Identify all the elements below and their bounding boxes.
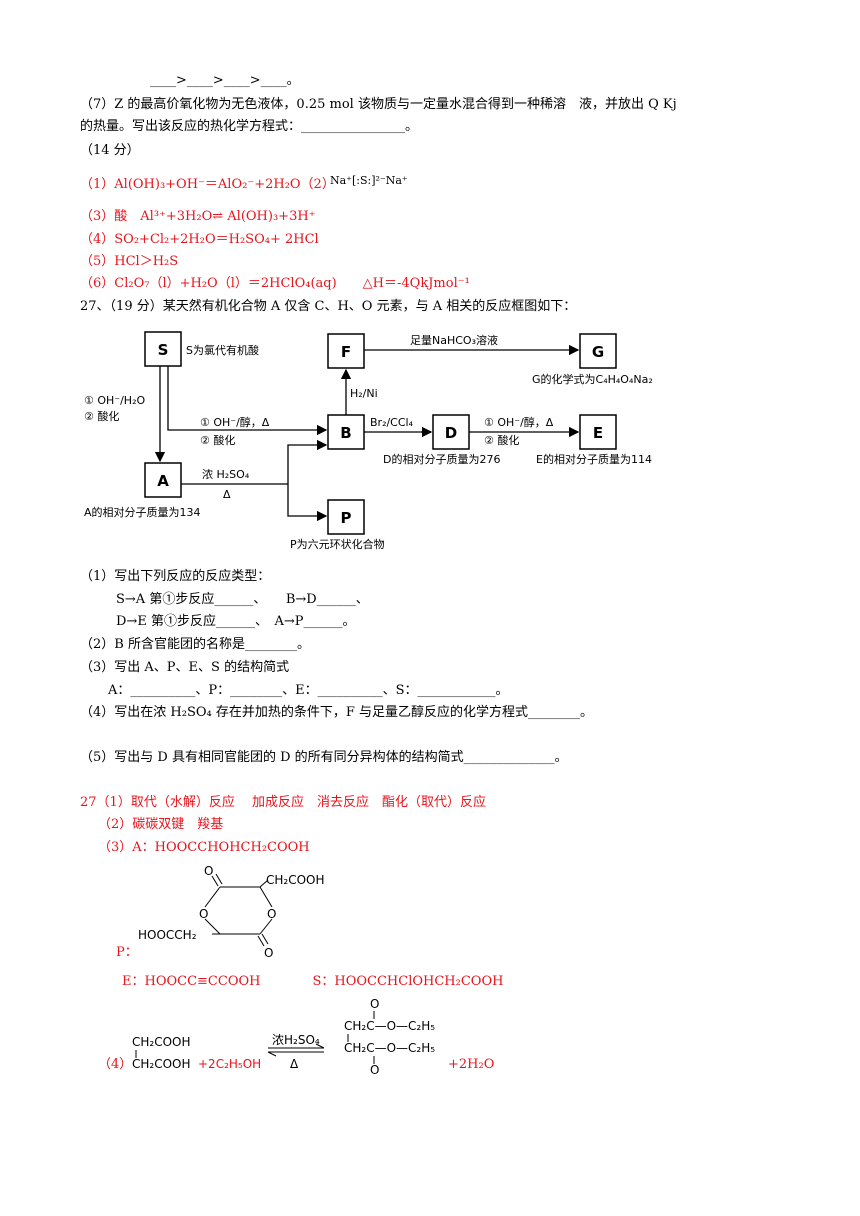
cond-bottom: Δ [290, 1057, 299, 1071]
q7-line1: （7）Z 的最高价氧化物为无色液体，0.25 mol 该物质与一定量水混合得到一… [80, 97, 677, 112]
ans26-a1: （1）Al(OH)₃+OH⁻＝AlO₂⁻+2H₂O（2） [80, 177, 335, 192]
br2-label: Br₂/CCl₄ [370, 416, 414, 429]
ring-sub-bottom: HOOCCH₂ [138, 928, 197, 942]
node-e-box [579, 414, 617, 450]
node-d: D [445, 424, 457, 442]
node-s: S [158, 341, 169, 359]
ring-o-left: O [199, 907, 208, 921]
p-label: P： [116, 945, 138, 960]
e-note: E的相对分子质量为114 [536, 452, 652, 466]
node-f: F [341, 343, 351, 361]
q27-q1: （1）写出下列反应的反应类型： [80, 569, 271, 584]
g-note: G的化学式为C₄H₄O₄Na₂ [532, 372, 653, 386]
arrow-split-to-b [287, 439, 328, 484]
d-to-e-cond2: ② 酸化 [484, 433, 519, 447]
node-s-box [144, 331, 182, 367]
node-p: P [341, 509, 352, 527]
ring-o-bottom: O [264, 946, 273, 960]
ester-line2: CH₂C—O—C₂H₅ [344, 1041, 435, 1055]
q27-q3: （3）写出 A、P、E、S 的结构简式 [80, 660, 290, 675]
p-note: P为六元环状化合物 [290, 537, 385, 551]
node-e: E [593, 424, 603, 442]
nahco3-label: 足量NaHCO₃溶液 [410, 333, 498, 347]
water-product: +2H₂O [448, 1057, 495, 1072]
score-label: （14 分） [80, 143, 140, 158]
h2so4-label: 浓 H₂SO₄ [202, 468, 250, 481]
q7-line2: 的热量。写出该反应的热化学方程式：________________。 [80, 119, 419, 134]
delta-label: Δ [223, 488, 231, 501]
q27-q4: （4）写出在浓 H₂SO₄ 存在并加热的条件下，F 与足量乙醇反应的化学方程式_… [80, 705, 594, 720]
esterification-equation: CH₂COOH CH₂COOH +2C₂H₅OH 浓H₂SO₄ Δ O CH₂C… [132, 997, 435, 1077]
q27-q3a: A：__________、P：________、E：__________、S：_… [108, 683, 509, 698]
ans27-a4-label: （4） [98, 1057, 133, 1072]
d-to-e-cond1: ① OH⁻/醇，Δ [484, 415, 554, 429]
a-note: A的相对分子质量为134 [84, 505, 201, 519]
ring-o-right: O [267, 907, 276, 921]
plus-ethanol: +2C₂H₅OH [198, 1057, 261, 1071]
s-to-a-cond2: ② 酸化 [84, 409, 119, 423]
node-p-box [327, 499, 365, 535]
q27-q2: （2）B 所含官能团的名称是________。 [80, 637, 310, 652]
q27-q1b: D→E 第①步反应______、 A→P______。 [116, 614, 356, 629]
node-b: B [340, 424, 351, 442]
ans26-a3: （3）酸 Al³⁺+3H₂O⇌ Al(OH)₃+3H⁺ [80, 209, 316, 224]
ring-sub-top: CH₂COOH [266, 873, 325, 887]
ans26-a5: （5）HCl＞H₂S [80, 254, 179, 269]
q27-intro: 27、（19 分）某天然有机化合物 A 仅含 C、H、O 元素，与 A 相关的反… [80, 299, 577, 314]
gt-chain: ____>____>____>____。 [150, 73, 300, 88]
ester-o-bottom: O [370, 1063, 379, 1077]
ans27-a2: （2）碳碳双键 羧基 [98, 817, 224, 832]
na2s-electron-formula: Na⁺[:S:]²⁻Na⁺ [330, 174, 408, 187]
arrow-split-to-p [287, 484, 328, 522]
ester-line1: CH₂C—O—C₂H₅ [344, 1019, 435, 1033]
cond-top: 浓H₂SO₄ [272, 1033, 320, 1047]
ans27-a1: 27（1）取代（水解）反应 加成反应 消去反应 酯化（取代）反应 [80, 795, 486, 810]
arrow-s-to-b [167, 366, 328, 436]
s-to-b-cond1: ① OH⁻/醇，Δ [200, 415, 270, 429]
node-f-box [327, 333, 365, 369]
p-ring-structure: O O O O CH₂COOH HOOCCH₂ [138, 864, 325, 960]
node-g: G [592, 343, 604, 361]
ans27-a3: （3）A：HOOCCHOHCH₂COOH [98, 840, 310, 855]
node-a: A [157, 472, 169, 490]
ester-o-top: O [370, 997, 379, 1011]
q27-q5: （5）写出与 D 具有相同官能团的 D 的所有同分异构体的结构简式_______… [80, 750, 568, 765]
s-to-a-cond1: ① OH⁻/H₂O [84, 394, 145, 407]
reactant-line1: CH₂COOH [132, 1035, 191, 1049]
ring-o-top: O [204, 864, 213, 878]
s-to-b-cond2: ② 酸化 [200, 433, 235, 447]
ans26-a4: （4）SO₂+Cl₂+2H₂O＝H₂SO₄+ 2HCl [80, 232, 319, 247]
s-note: S为氯代有机酸 [186, 343, 259, 357]
h2ni-label: H₂/Ni [350, 387, 378, 400]
d-note: D的相对分子质量为276 [383, 452, 500, 466]
reactant-line2: CH₂COOH [132, 1057, 191, 1071]
node-g-box [579, 333, 617, 369]
ans26-a6: （6）Cl₂O₇（l）+H₂O（l）＝2HClO₄(aq) △H＝-4QkJmo… [80, 276, 470, 291]
ans27-e-s: E：HOOCC≡CCOOH S：HOOCCHClOHCH₂COOH [122, 974, 504, 989]
node-a-box [144, 462, 182, 498]
reaction-diagram: S F G A B D E P S为氯代有机酸 足量NaHCO₃溶液 G的化学式… [84, 331, 653, 551]
q27-q1a: S→A 第①步反应______、 B→D______、 [116, 592, 369, 607]
node-d-box [432, 414, 470, 450]
